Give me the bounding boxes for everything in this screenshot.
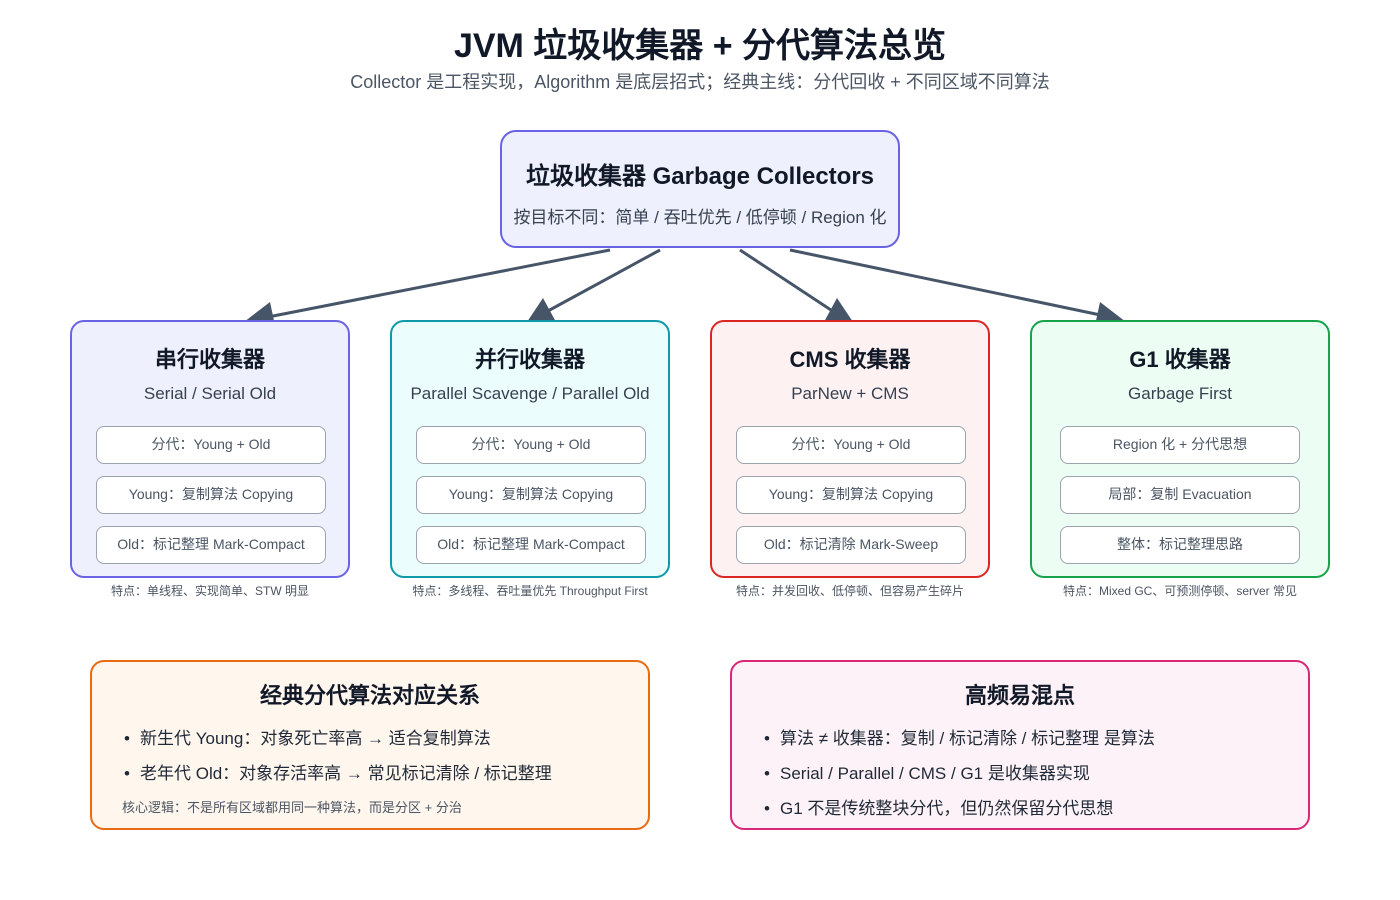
card-item: Old：标记整理 Mark-Compact <box>96 526 326 564</box>
card-subtitle: ParNew + CMS <box>791 384 909 403</box>
page-title: JVM 垃圾收集器 + 分代算法总览 <box>453 27 947 65</box>
card-item: Young：复制算法 Copying <box>96 476 326 514</box>
bullet-item: •算法 ≠ 收集器：复制 / 标记清除 / 标记整理 是算法 <box>764 729 1155 748</box>
card-note-parallel: 特点：多线程、吞吐量优先 Throughput First <box>412 584 648 598</box>
card-note-g1: 特点：Mixed GC、可预测停顿、server 常见 <box>1062 584 1298 598</box>
card-note-serial: 特点：单线程、实现简单、STW 明显 <box>111 584 309 598</box>
bullet-text: G1 不是传统整块分代，但仍然保留分代思想 <box>780 799 1114 818</box>
card-g1-collector: G1 收集器 Garbage First Region 化 + 分代思想 局部：… <box>1030 320 1330 578</box>
bullet-item: •G1 不是传统整块分代，但仍然保留分代思想 <box>764 799 1114 818</box>
arrow-to-parallel <box>545 248 661 314</box>
arrowhead-parallel <box>527 298 556 322</box>
bullet-item: •Serial / Parallel / CMS / G1 是收集器实现 <box>764 764 1090 783</box>
card-title: CMS 收集器 <box>789 347 911 372</box>
card-title: G1 收集器 <box>1129 347 1231 372</box>
card-item: Young：复制算法 Copying <box>736 476 966 514</box>
card-item: Young：复制算法 Copying <box>416 476 646 514</box>
card-subtitle: Garbage First <box>1128 384 1232 403</box>
bullet-text: 老年代 Old：对象存活率高 → 常见标记清除 / 标记整理 <box>140 764 552 783</box>
panel-title: 经典分代算法对应关系 <box>259 683 480 708</box>
bullet-text: Serial / Parallel / CMS / G1 是收集器实现 <box>780 764 1090 783</box>
bullet-item: •老年代 Old：对象存活率高 → 常见标记清除 / 标记整理 <box>124 764 552 783</box>
bullet-text: 算法 ≠ 收集器：复制 / 标记清除 / 标记整理 是算法 <box>780 729 1155 748</box>
card-item: 分代：Young + Old <box>416 426 646 464</box>
panel-classic-generational: 经典分代算法对应关系 •新生代 Young：对象死亡率高 → 适合复制算法 •老… <box>90 660 650 830</box>
arrow-to-cms <box>739 248 835 314</box>
card-item: 分代：Young + Old <box>736 426 966 464</box>
card-item: 局部：复制 Evacuation <box>1060 476 1300 514</box>
card-note-cms: 特点：并发回收、低停顿、但容易产生碎片 <box>735 584 964 598</box>
card-item: Region 化 + 分代思想 <box>1060 426 1300 464</box>
arrow-to-g1 <box>789 248 1111 319</box>
bullet-text: 新生代 Young：对象死亡率高 → 适合复制算法 <box>140 729 491 748</box>
card-item: 分代：Young + Old <box>96 426 326 464</box>
panel-common-confusions: 高频易混点 •算法 ≠ 收集器：复制 / 标记清除 / 标记整理 是算法 •Se… <box>730 660 1310 830</box>
card-parallel-collector: 并行收集器 Parallel Scavenge / Parallel Old 分… <box>390 320 670 578</box>
panel-title: 高频易混点 <box>964 683 1075 708</box>
card-cms-collector: CMS 收集器 ParNew + CMS 分代：Young + Old Youn… <box>710 320 990 578</box>
page-subtitle: Collector 是工程实现，Algorithm 是底层招式；经典主线：分代回… <box>350 72 1050 92</box>
root-subtitle: 按目标不同：简单 / 吞吐优先 / 低停顿 / Region 化 <box>513 208 887 227</box>
panel-note: 核心逻辑：不是所有区域都用同一种算法，而是分区 + 分治 <box>122 800 462 815</box>
bullet-item: •新生代 Young：对象死亡率高 → 适合复制算法 <box>124 729 491 748</box>
card-serial-collector: 串行收集器 Serial / Serial Old 分代：Young + Old… <box>70 320 350 578</box>
card-subtitle: Serial / Serial Old <box>143 384 277 403</box>
root-node-garbage-collectors: 垃圾收集器 Garbage Collectors 按目标不同：简单 / 吞吐优先… <box>500 130 900 248</box>
arrowhead-cms <box>824 298 853 322</box>
arrow-to-serial <box>267 248 611 319</box>
card-title: 并行收集器 <box>474 347 585 372</box>
card-item: Old：标记整理 Mark-Compact <box>416 526 646 564</box>
root-title: 垃圾收集器 Garbage Collectors <box>525 163 875 190</box>
card-title: 串行收集器 <box>154 347 265 372</box>
card-subtitle: Parallel Scavenge / Parallel Old <box>410 384 650 403</box>
card-item: 整体：标记整理思路 <box>1060 526 1300 564</box>
card-item: Old：标记清除 Mark-Sweep <box>736 526 966 564</box>
